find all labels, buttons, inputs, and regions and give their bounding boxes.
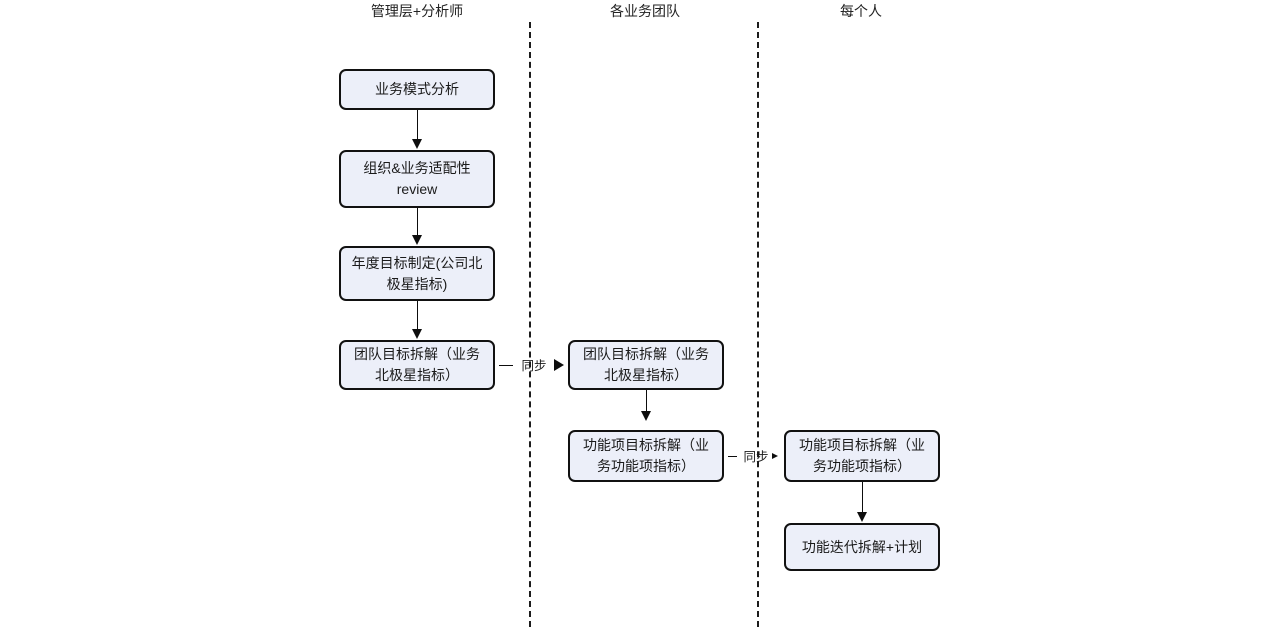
node-team-goal-breakdown-mid[interactable]: 团队目标拆解（业务北极星指标） <box>568 340 724 390</box>
node-org-business-fit-review[interactable]: 组织&业务适配性 review <box>339 150 495 208</box>
node-label: 年度目标制定(公司北极星指标) <box>351 254 483 292</box>
sync-label-2: 同步 <box>743 450 769 464</box>
arrowhead-down-icon <box>412 139 422 149</box>
lane-divider-1 <box>529 22 531 627</box>
sync-connector-2-stub <box>728 456 737 457</box>
connector-review-to-annual-goal <box>417 208 418 236</box>
arrowhead-down-icon <box>857 512 867 522</box>
node-label: 业务模式分析 <box>375 81 459 97</box>
node-label: 团队目标拆解（业务北极星指标） <box>354 346 480 383</box>
connector-team-goal-to-feature-goal <box>646 390 647 412</box>
sync-label-1: 同步 <box>521 359 547 373</box>
lane-header-management: 管理层+分析师 <box>370 3 464 19</box>
node-feature-iteration-plan[interactable]: 功能迭代拆解+计划 <box>784 523 940 571</box>
lane-header-individual: 每个人 <box>840 3 882 19</box>
arrowhead-down-icon <box>641 411 651 421</box>
arrowhead-right-icon <box>554 359 564 371</box>
arrowhead-down-icon <box>412 329 422 339</box>
connector-business-model-to-review <box>417 110 418 140</box>
lane-divider-2 <box>757 22 759 627</box>
node-business-model-analysis[interactable]: 业务模式分析 <box>339 69 495 110</box>
node-feature-goal-breakdown-mid[interactable]: 功能项目标拆解（业务功能项指标） <box>568 430 724 482</box>
sync-connector-1-stub <box>499 365 513 366</box>
lane-header-business-teams: 各业务团队 <box>610 3 680 19</box>
connector-annual-goal-to-team-goal <box>417 301 418 329</box>
node-annual-goal-setting[interactable]: 年度目标制定(公司北极星指标) <box>339 246 495 301</box>
node-label: 团队目标拆解（业务北极星指标） <box>583 346 709 383</box>
arrowhead-right-icon <box>772 453 778 459</box>
node-label: 组织&业务适配性 review <box>363 160 471 197</box>
arrowhead-down-icon <box>412 235 422 245</box>
node-feature-goal-breakdown-right[interactable]: 功能项目标拆解（业务功能项指标） <box>784 430 940 482</box>
connector-feature-goal-to-iteration <box>862 482 863 513</box>
node-label: 功能项目标拆解（业务功能项指标） <box>799 437 925 474</box>
node-label: 功能项目标拆解（业务功能项指标） <box>583 437 709 474</box>
node-label: 功能迭代拆解+计划 <box>801 538 923 555</box>
node-team-goal-breakdown-left[interactable]: 团队目标拆解（业务北极星指标） <box>339 340 495 390</box>
